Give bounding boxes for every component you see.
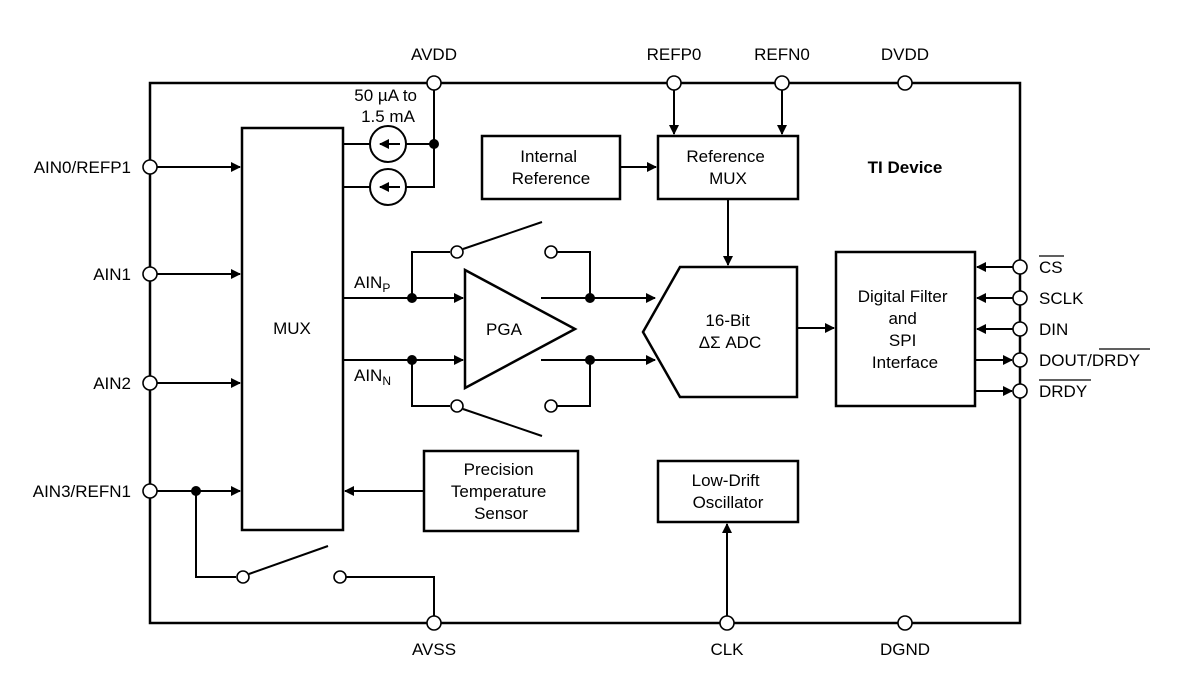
- adc-input-top-dot: [585, 293, 595, 303]
- pin-dout-label: DOUT/DRDY: [1039, 351, 1140, 370]
- ain3-avss-switch-wire: [195, 491, 236, 578]
- pin-dgnd-label: DGND: [880, 640, 930, 659]
- pin-avdd: [426, 75, 442, 91]
- pin-sclk: [1012, 290, 1028, 306]
- pin-avdd-label: AVDD: [411, 45, 457, 64]
- bypass-bottom-left-wire: [411, 360, 450, 407]
- bypass-top-left-contact: [450, 245, 464, 259]
- ainn-label: AINN: [354, 366, 391, 388]
- mux-block: [240, 126, 345, 532]
- reference-mux-label: Reference MUX: [686, 147, 769, 188]
- pga-label: PGA: [486, 320, 523, 339]
- bypass-bottom-right-contact: [544, 399, 558, 413]
- oscillator-block: [656, 459, 800, 524]
- ain3-switch-contact-right: [333, 570, 347, 584]
- device-label: TI Device: [868, 158, 943, 177]
- pga-amplifier: [463, 267, 578, 391]
- digital-filter-block: [834, 250, 977, 408]
- pin-refp0-label: REFP0: [647, 45, 702, 64]
- mux-label: MUX: [273, 319, 311, 338]
- avdd-supply-wire: [406, 90, 435, 188]
- pin-ain2: [142, 375, 158, 391]
- pin-dvdd: [897, 75, 913, 91]
- bypass-top-right-contact: [544, 245, 558, 259]
- pin-din-label: DIN: [1039, 320, 1068, 339]
- pin-ain2-label: AIN2: [93, 374, 131, 393]
- bypass-bottom-right-wire: [557, 360, 591, 407]
- pin-ain3-label: AIN3/REFN1: [33, 482, 131, 501]
- pin-drdy-label: DRDY: [1039, 382, 1087, 401]
- idac-junction-dot: [429, 139, 439, 149]
- bypass-bottom-left-contact: [450, 399, 464, 413]
- pin-avss: [426, 615, 442, 631]
- pin-cs: [1012, 259, 1028, 275]
- digital-filter-label: Digital Filter and SPI Interface: [858, 287, 952, 372]
- internal-reference-block: [480, 134, 622, 201]
- pin-refp0: [666, 75, 682, 91]
- pin-ain1: [142, 266, 158, 282]
- oscillator-label: Low-Drift Oscillator: [692, 471, 765, 512]
- pin-ain0-label: AIN0/REFP1: [34, 158, 131, 177]
- pin-refn0-label: REFN0: [754, 45, 810, 64]
- pin-drdy: [1012, 383, 1028, 399]
- pin-dgnd: [897, 615, 913, 631]
- ain3-switch-blade: [248, 545, 329, 575]
- reference-mux-block: [656, 134, 800, 201]
- pin-din: [1012, 321, 1028, 337]
- pin-avss-label: AVSS: [412, 640, 456, 659]
- pin-sclk-label: SCLK: [1039, 289, 1084, 308]
- adc-label: 16-Bit ΔΣ ADC: [699, 311, 761, 352]
- current-source-label: 50 µA to 1.5 mA: [354, 86, 421, 126]
- bypass-bottom-switch-blade: [462, 408, 543, 437]
- pin-clk-label: CLK: [710, 640, 744, 659]
- adc-input-bottom-dot: [585, 355, 595, 365]
- temperature-sensor-label: Precision Temperature Sensor: [451, 460, 551, 523]
- avss-wire: [346, 576, 435, 616]
- bypass-top-left-wire: [411, 251, 450, 298]
- pin-ain3: [142, 483, 158, 499]
- pin-dvdd-label: DVDD: [881, 45, 929, 64]
- adc-block: [641, 265, 799, 399]
- pin-clk: [719, 615, 735, 631]
- pin-ain1-label: AIN1: [93, 265, 131, 284]
- internal-reference-label: Internal Reference: [512, 147, 590, 188]
- bypass-top-switch-blade: [462, 221, 543, 250]
- pin-ain0: [142, 159, 158, 175]
- ain3-switch-contact-left: [236, 570, 250, 584]
- pin-refn0: [774, 75, 790, 91]
- bypass-top-right-wire: [557, 251, 591, 298]
- ainp-label: AINP: [354, 273, 390, 295]
- pin-cs-label: CS: [1039, 258, 1063, 277]
- pin-dout: [1012, 352, 1028, 368]
